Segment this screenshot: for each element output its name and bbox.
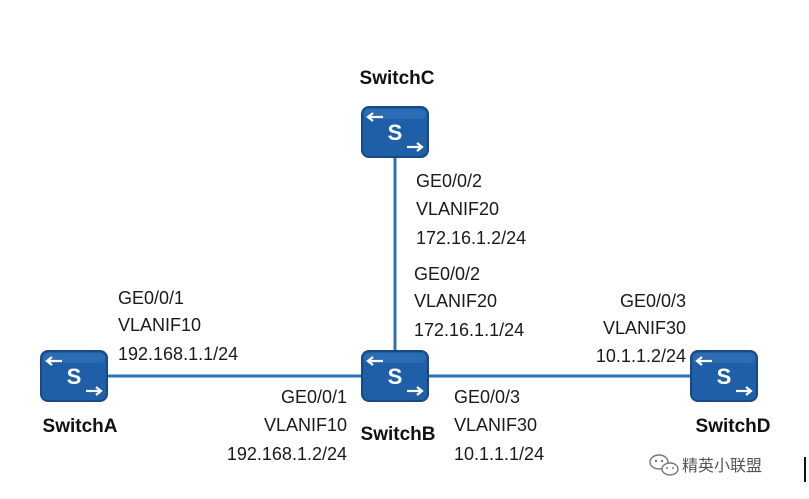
switch-b-icon-letter: S [388,364,403,389]
interface-vlanif: VLANIF20 [416,199,499,219]
label-c-ge002: GE0/0/2 VLANIF20 172.16.1.2/24 [416,171,526,248]
interface-port: GE0/0/1 [118,288,184,308]
interface-ip: 172.16.1.2/24 [416,228,526,248]
interface-port: GE0/0/2 [416,171,482,191]
interface-vlanif: VLANIF10 [118,315,201,335]
switch-b[interactable]: S SwitchB [361,350,436,445]
label-b-ge002: GE0/0/2 VLANIF20 172.16.1.1/24 [414,264,524,340]
interface-vlanif: VLANIF30 [454,415,537,435]
watermark: 精英小联盟 [649,454,762,476]
switch-c-name: SwitchC [360,68,435,89]
switch-c-icon-letter: S [388,120,403,145]
interface-port: GE0/0/3 [620,291,686,311]
interface-ip: 192.168.1.2/24 [227,444,347,464]
switch-d-icon-letter: S [717,364,732,389]
label-b-ge001: GE0/0/1 VLANIF10 192.168.1.2/24 [227,387,347,464]
interface-ip: 10.1.1.2/24 [596,346,686,366]
interface-ip: 10.1.1.1/24 [454,444,544,464]
interface-port: GE0/0/1 [281,387,347,407]
interface-vlanif: VLANIF30 [603,318,686,338]
watermark-text: 精英小联盟 [682,457,762,475]
interface-ip: 192.168.1.1/24 [118,344,238,364]
label-a-ge001: GE0/0/1 VLANIF10 192.168.1.1/24 [118,288,238,364]
interface-vlanif: VLANIF20 [414,291,497,311]
switch-c[interactable]: S SwitchC [360,68,435,158]
interface-port: GE0/0/2 [414,264,480,284]
wechat-icon [649,454,679,476]
switch-a-icon-letter: S [67,364,82,389]
switch-a[interactable]: S SwitchA [40,350,118,437]
switch-d-name: SwitchD [696,416,771,437]
label-d-ge003: GE0/0/3 VLANIF30 10.1.1.2/24 [596,291,686,366]
interface-port: GE0/0/3 [454,387,520,407]
switch-d[interactable]: S SwitchD [690,350,771,437]
interface-ip: 172.16.1.1/24 [414,320,524,340]
interface-vlanif: VLANIF10 [264,415,347,435]
label-b-ge003: GE0/0/3 VLANIF30 10.1.1.1/24 [454,387,544,464]
switch-a-name: SwitchA [43,416,118,437]
switch-b-name: SwitchB [361,424,436,445]
